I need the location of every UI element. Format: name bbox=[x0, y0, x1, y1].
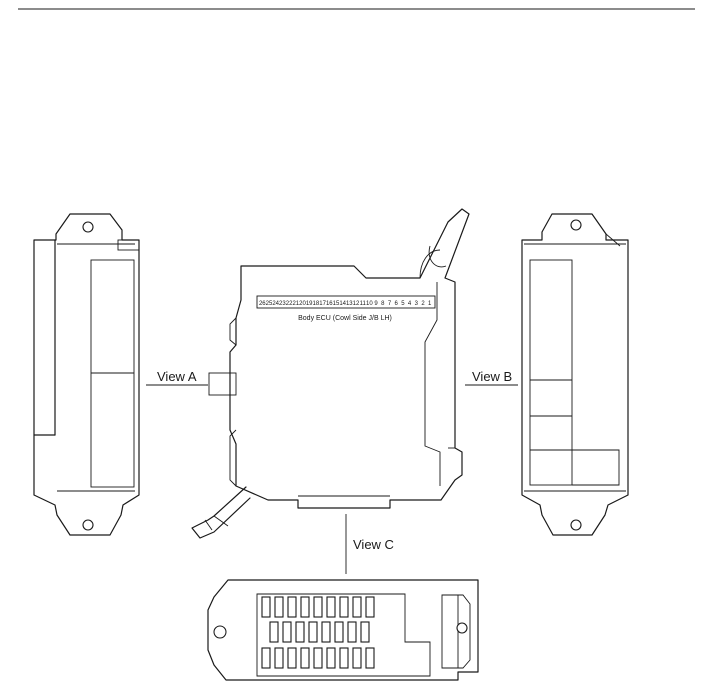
connector-pin-label: 14 bbox=[339, 301, 346, 307]
connector-strip bbox=[256, 295, 436, 309]
terminal-slot bbox=[300, 596, 310, 618]
connector-pin-label: 26 bbox=[259, 301, 266, 307]
connector-pin-label: 5 bbox=[401, 301, 405, 307]
terminal-slot bbox=[282, 621, 292, 643]
view-a-callout: View A bbox=[146, 369, 208, 386]
view-c-panel bbox=[207, 579, 479, 681]
terminal-slot bbox=[313, 647, 323, 669]
terminal-slot bbox=[326, 596, 336, 618]
view-b-panel bbox=[521, 213, 629, 536]
terminal-slot bbox=[339, 596, 349, 618]
terminal-slot bbox=[326, 647, 336, 669]
connector-pin-label: 21 bbox=[292, 301, 299, 307]
terminal-slot bbox=[365, 596, 375, 618]
connector-pin-label: 20 bbox=[299, 301, 306, 307]
terminal-slot bbox=[274, 596, 284, 618]
terminal-slot bbox=[274, 647, 284, 669]
connector-pin-label: 18 bbox=[313, 301, 320, 307]
connector-pin-label: 24 bbox=[272, 301, 279, 307]
connector-pin-label: 3 bbox=[415, 301, 419, 307]
view-c-callout: View C bbox=[345, 514, 394, 574]
terminal-slot bbox=[287, 647, 297, 669]
connector-pin-label: 9 bbox=[374, 301, 378, 307]
connector-pin-label: 7 bbox=[388, 301, 392, 307]
terminal-slot bbox=[334, 621, 344, 643]
terminal-slots bbox=[261, 596, 375, 669]
terminal-slot bbox=[308, 621, 318, 643]
terminal-slot bbox=[269, 621, 279, 643]
connector-pin-label: 19 bbox=[306, 301, 313, 307]
terminal-slot bbox=[352, 647, 362, 669]
connector-pin-label: 1 bbox=[428, 301, 432, 307]
connector-pin-label: 22 bbox=[286, 301, 293, 307]
terminal-slot bbox=[347, 621, 357, 643]
connector-pin-label: 16 bbox=[326, 301, 333, 307]
terminal-slot bbox=[295, 621, 305, 643]
connector-pin-label: 2 bbox=[421, 301, 425, 307]
terminal-slot bbox=[360, 621, 370, 643]
connector-pin-label: 8 bbox=[381, 301, 385, 307]
view-b-label: View B bbox=[472, 369, 512, 384]
terminal-slot bbox=[287, 596, 297, 618]
view-c-label: View C bbox=[353, 537, 394, 552]
connector-pin-label: 10 bbox=[366, 301, 373, 307]
connector-pin-label: 17 bbox=[319, 301, 326, 307]
terminal-slot bbox=[352, 596, 362, 618]
ecu-label: Body ECU (Cowl Side J/B LH) bbox=[298, 315, 392, 322]
connector-pin-label: 12 bbox=[353, 301, 360, 307]
terminal-slot bbox=[261, 596, 271, 618]
terminal-slot bbox=[313, 596, 323, 618]
connector-pin-label: 11 bbox=[360, 301, 367, 307]
terminal-slot bbox=[261, 647, 271, 669]
view-a-label: View A bbox=[157, 369, 197, 384]
terminal-slot bbox=[300, 647, 310, 669]
connector-pin-label: 4 bbox=[408, 301, 412, 307]
terminal-slot bbox=[365, 647, 375, 669]
connector-pin-label: 15 bbox=[333, 301, 340, 307]
connector-pin-label: 25 bbox=[266, 301, 273, 307]
terminal-slot bbox=[339, 647, 349, 669]
connector-pin-label: 6 bbox=[395, 301, 399, 307]
connector-pin-label: 13 bbox=[346, 301, 353, 307]
view-a-panel bbox=[33, 213, 140, 536]
connector-pin-label: 23 bbox=[279, 301, 286, 307]
view-b-callout: View B bbox=[465, 369, 518, 386]
terminal-slot bbox=[321, 621, 331, 643]
